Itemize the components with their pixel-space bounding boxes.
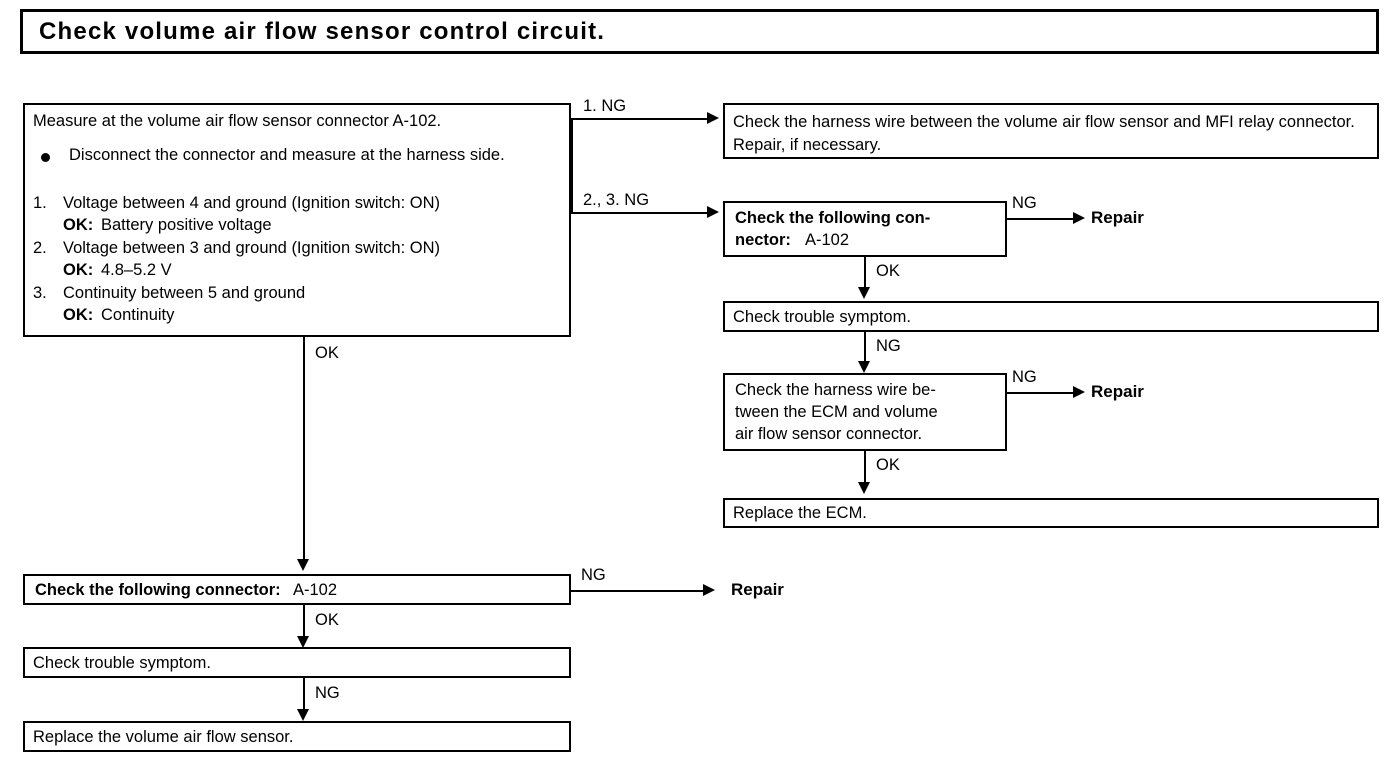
main-ok-label: OK — [315, 344, 339, 362]
bottom-trouble-ng-label: NG — [315, 684, 340, 702]
bottom-connector-ok-arrow-icon — [297, 636, 309, 648]
bottom-connector-ok-line — [303, 605, 305, 638]
harness-ecm-box: Check the harness wire be- tween the ECM… — [723, 373, 1007, 451]
bottom-connector-bold: Check the following connector: — [35, 581, 281, 599]
right-connector-ok-line — [864, 257, 866, 289]
bottom-connector-ok-label: OK — [315, 611, 339, 629]
measure-main-box: Measure at the volume air flow sensor co… — [23, 103, 571, 337]
measure-bullet-text: Disconnect the connector and measure at … — [69, 146, 505, 164]
step-2-ok-value: 4.8–5.2 V — [101, 261, 172, 279]
right-connector-repair-label: Repair — [1091, 208, 1144, 227]
right-connector-ng-label: NG — [1012, 194, 1037, 212]
page-title-bar: Check volume air flow sensor control cir… — [20, 9, 1379, 54]
right-trouble-ng-label: NG — [876, 337, 901, 355]
harness-ecm-ng-label: NG — [1012, 368, 1037, 386]
bottom-trouble-ng-arrow-icon — [297, 709, 309, 721]
step-1-number: 1. — [33, 194, 47, 212]
right-connector-ng-arrow-icon — [1073, 212, 1085, 224]
branch-trunk-line — [571, 118, 573, 214]
measure-heading: Measure at the volume air flow sensor co… — [33, 112, 442, 130]
branch-1-arrow-icon — [707, 112, 719, 124]
right-trouble-ng-arrow-icon — [858, 361, 870, 373]
right-connector-ok-label: OK — [876, 262, 900, 280]
page-title: Check volume air flow sensor control cir… — [39, 17, 606, 45]
replace-sensor-text: Replace the volume air flow sensor. — [33, 728, 294, 746]
harness-ecm-ok-line — [864, 451, 866, 484]
harness-ecm-ng-line — [1007, 392, 1075, 394]
bottom-trouble-symptom-box: Check trouble symptom. — [23, 647, 571, 678]
bottom-connector-ng-label: NG — [581, 566, 606, 584]
right-trouble-symptom-box: Check trouble symptom. — [723, 301, 1379, 332]
main-ok-arrow-icon — [297, 559, 309, 571]
step-2-number: 2. — [33, 239, 47, 257]
replace-sensor-box: Replace the volume air flow sensor. — [23, 721, 571, 752]
right-connector-box: Check the following con- nector: A-102 — [723, 201, 1007, 257]
harness-ecm-ok-label: OK — [876, 456, 900, 474]
branch-2-arrow-icon — [707, 206, 719, 218]
step-1-ok-label: OK: — [63, 216, 94, 234]
step-3-ok-label: OK: — [63, 306, 94, 324]
right-connector-ok-arrow-icon — [858, 287, 870, 299]
harness-mfi-box: Check the harness wire between the volum… — [723, 103, 1379, 159]
right-trouble-symptom-text: Check trouble symptom. — [733, 308, 911, 326]
bottom-trouble-ng-line — [303, 678, 305, 711]
step-2-text: Voltage between 3 and ground (Ignition s… — [63, 239, 440, 257]
branch-2-connector-line — [571, 212, 709, 214]
harness-ecm-ng-arrow-icon — [1073, 386, 1085, 398]
right-connector-value: A-102 — [805, 231, 850, 249]
bottom-connector-ng-arrow-icon — [703, 584, 715, 596]
harness-ecm-line-2: tween the ECM and volume — [735, 403, 938, 421]
bottom-connector-repair-label: Repair — [731, 580, 784, 599]
right-trouble-ng-line — [864, 332, 866, 363]
right-connector-ng-line — [1007, 218, 1075, 220]
step-3-text: Continuity between 5 and ground — [63, 284, 306, 302]
branch-1-ng-label: 1. NG — [583, 97, 627, 115]
step-1-text: Voltage between 4 and ground (Ignition s… — [63, 194, 440, 212]
bottom-trouble-symptom-text: Check trouble symptom. — [33, 654, 211, 672]
replace-ecm-text: Replace the ECM. — [733, 504, 867, 522]
harness-mfi-text: Check the harness wire between the volum… — [733, 113, 1355, 154]
bottom-connector-box: Check the following connector: A-102 — [23, 574, 571, 605]
right-connector-bold-line2: nector: — [735, 231, 791, 249]
replace-ecm-box: Replace the ECM. — [723, 498, 1379, 528]
harness-ecm-line-3: air flow sensor connector. — [735, 425, 923, 443]
harness-ecm-line-1: Check the harness wire be- — [735, 381, 936, 399]
bullet-dot-icon — [41, 153, 50, 162]
branch-1-connector-line — [571, 118, 709, 120]
bottom-connector-value: A-102 — [293, 581, 338, 599]
step-2-ok-label: OK: — [63, 261, 94, 279]
harness-ecm-repair-label: Repair — [1091, 382, 1144, 401]
branch-2-ng-label: 2., 3. NG — [583, 191, 650, 209]
step-3-ok-value: Continuity — [101, 306, 175, 324]
step-3-number: 3. — [33, 284, 47, 302]
right-connector-bold-line1: Check the following con- — [735, 209, 931, 227]
main-ok-line — [303, 337, 305, 561]
bottom-connector-ng-line — [571, 590, 705, 592]
harness-ecm-ok-arrow-icon — [858, 482, 870, 494]
step-1-ok-value: Battery positive voltage — [101, 216, 272, 234]
